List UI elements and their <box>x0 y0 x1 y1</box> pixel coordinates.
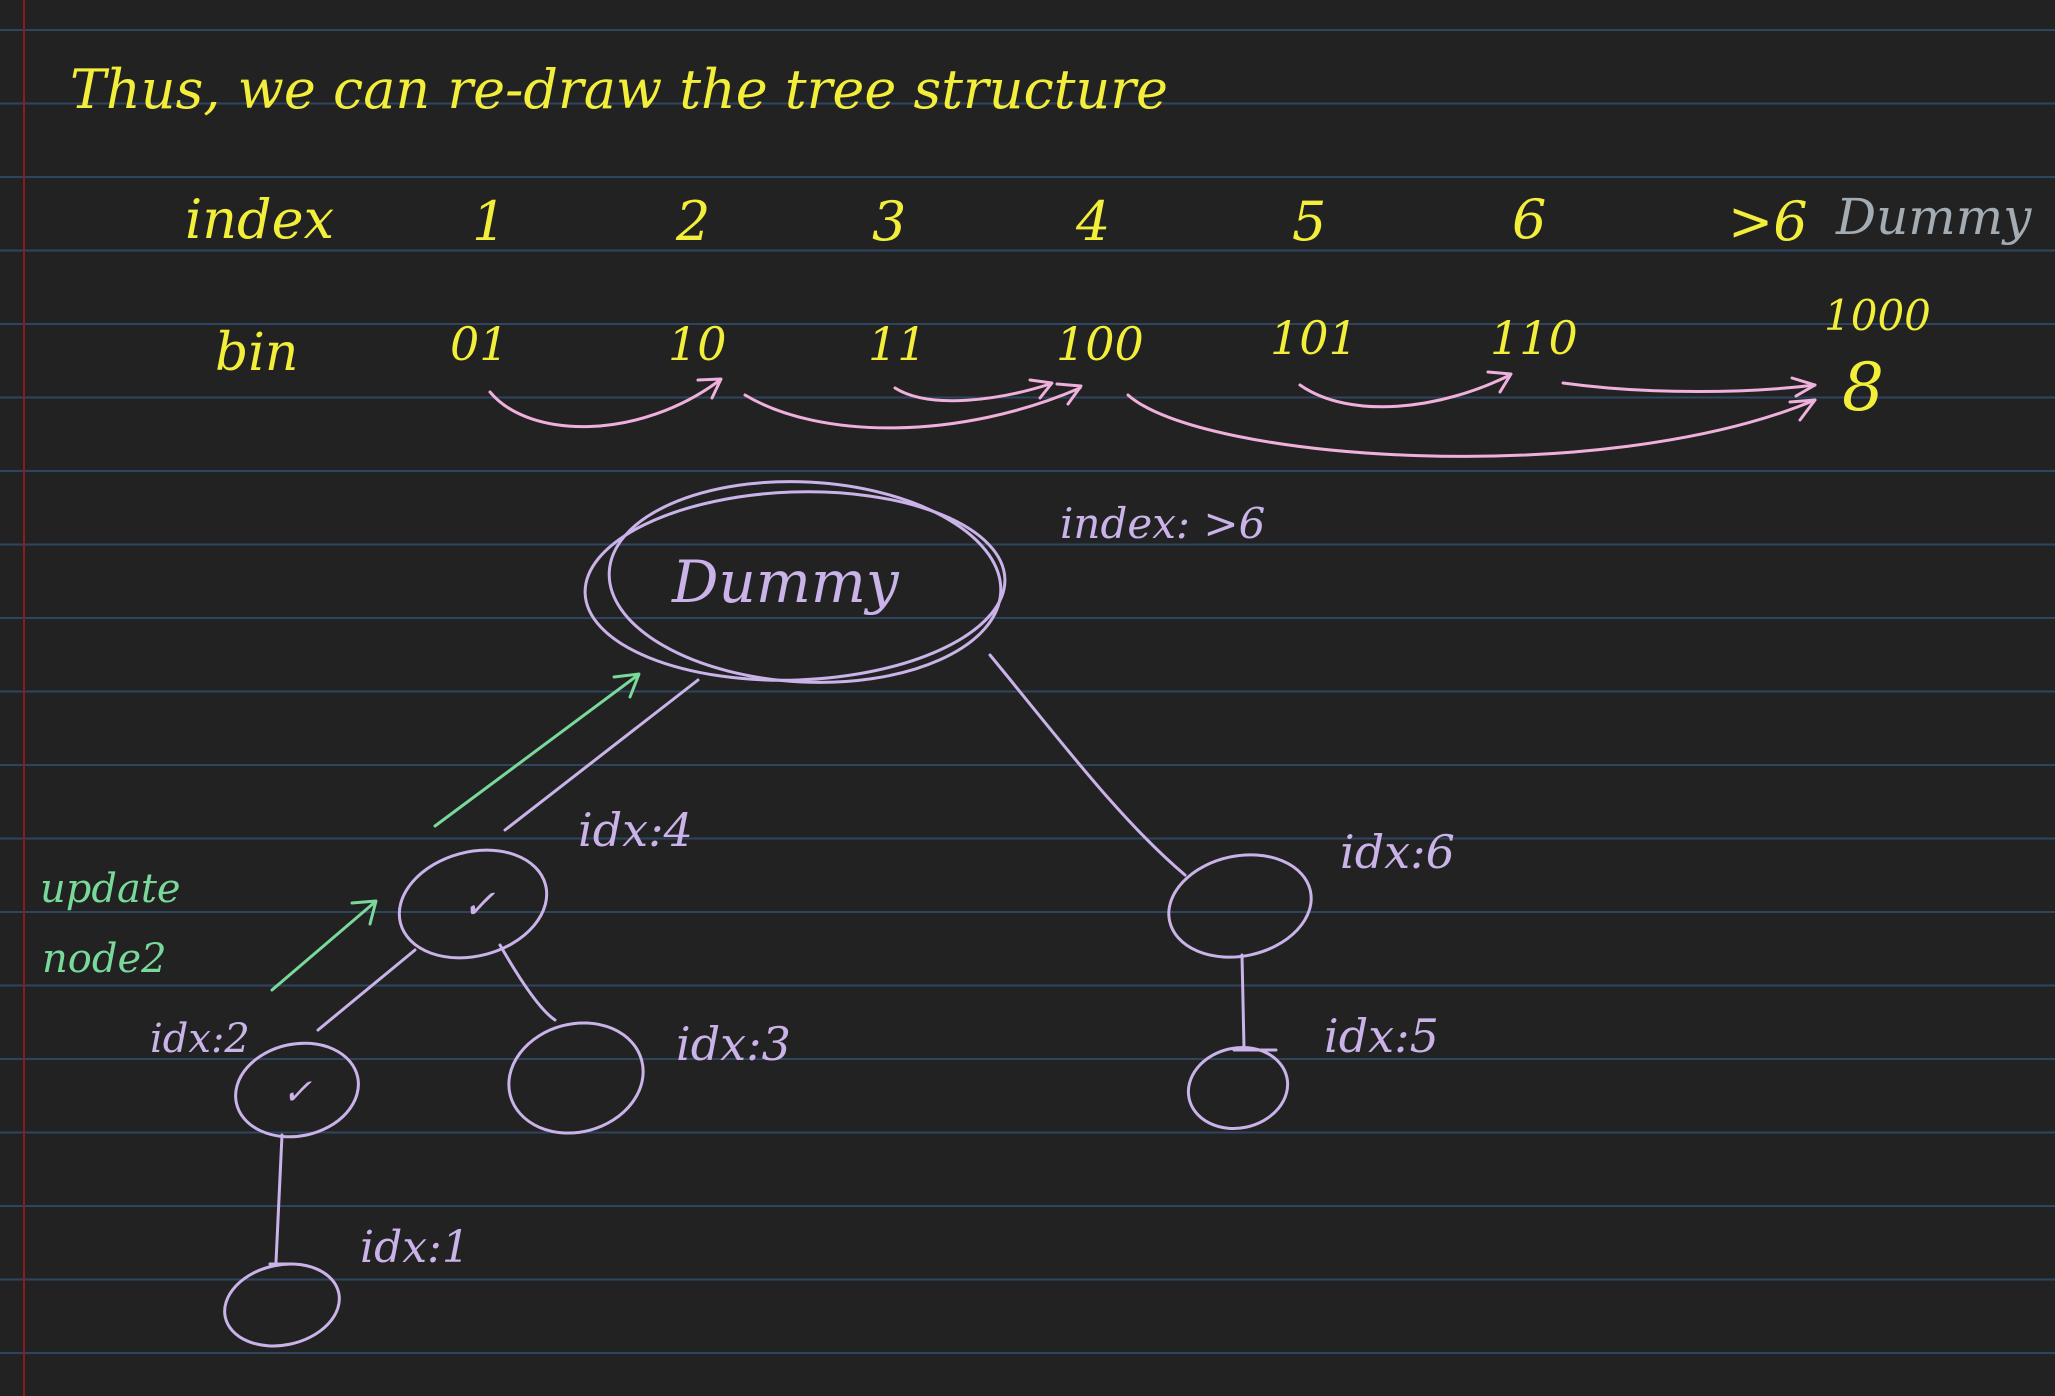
dummy-node <box>583 480 1007 684</box>
ruled-lines <box>0 29 2055 1354</box>
arrow-idx2-to-idx4 <box>270 900 377 992</box>
index-1: 1 <box>472 190 506 253</box>
bin-4: 100 <box>1056 317 1144 371</box>
node-idx3 <box>507 1021 645 1135</box>
bin-1: 01 <box>450 317 509 371</box>
arrow-5-to-6 <box>1298 373 1512 409</box>
arrow-2-to-4 <box>743 386 1082 430</box>
check-icon: ✓ <box>462 882 496 928</box>
bin-5: 101 <box>1270 311 1358 365</box>
arrow-4-to-8 <box>1126 393 1817 458</box>
arrow-head <box>1486 370 1513 394</box>
update-note-line1: update <box>40 866 181 912</box>
dummy-value: 8 <box>1842 349 1884 426</box>
arrow-head <box>1055 382 1083 406</box>
arrow-3-to-4 <box>893 382 1052 403</box>
edge-idx2-idx1 <box>274 1133 284 1264</box>
label-idx1: idx:1 <box>360 1222 470 1273</box>
update-arrows <box>270 672 641 992</box>
index-5: 5 <box>1292 190 1326 253</box>
edge-idx4-idx2 <box>316 948 417 1032</box>
arrow-head <box>696 377 723 400</box>
node-idx5 <box>1186 1046 1290 1130</box>
node-idx1 <box>223 1262 341 1348</box>
tree-edges <box>268 653 1278 1266</box>
edge-dummy-idx6 <box>988 653 1187 877</box>
edge-idx4-idx3 <box>498 943 557 1022</box>
arrow-head <box>1028 378 1054 400</box>
label-idx3: idx:3 <box>676 1017 791 1071</box>
bin-label: bin <box>215 323 298 383</box>
bin-2: 10 <box>668 317 727 371</box>
index-2: 2 <box>675 190 710 253</box>
label-idx4: idx:4 <box>578 803 693 857</box>
arrow-head <box>1790 376 1817 398</box>
index-6: 6 <box>1512 188 1546 251</box>
index-label: index <box>185 188 334 251</box>
arrow-head <box>612 672 641 699</box>
bin-3: 11 <box>868 317 927 371</box>
node-idx2 <box>234 1041 360 1139</box>
arrow-1-to-2 <box>488 378 722 429</box>
arrow-head <box>1788 398 1817 422</box>
index-gt6: >6 <box>1728 190 1808 253</box>
root-index-note: index: >6 <box>1060 499 1265 548</box>
arrow-6-to-8 <box>1561 381 1817 393</box>
arrow-head <box>350 899 378 926</box>
dummy-tag: Dummy <box>1835 188 2032 246</box>
bin-gt6: 1000 <box>1824 291 1931 340</box>
update-note-line2: node2 <box>42 936 167 982</box>
tree-nodes <box>223 848 1313 1348</box>
check-icon: ✓ <box>282 1072 312 1113</box>
node-idx4 <box>397 848 549 960</box>
edge-idx6-idx5 <box>1240 953 1246 1050</box>
index-4: 4 <box>1075 190 1110 253</box>
heading: Thus, we can re-draw the tree structure <box>70 58 1168 121</box>
node-idx6 <box>1167 853 1313 959</box>
dummy-node-label: Dummy <box>671 548 900 616</box>
label-idx6: idx:6 <box>1340 825 1455 879</box>
edge-dummy-idx4 <box>503 678 700 832</box>
bin-6: 110 <box>1490 311 1578 365</box>
index-3: 3 <box>872 190 906 253</box>
bin-arrows <box>488 370 1817 458</box>
label-idx5: idx:5 <box>1324 1009 1439 1063</box>
label-idx2: idx:2 <box>150 1016 250 1062</box>
arrow-idx4-to-dummy <box>433 673 640 828</box>
